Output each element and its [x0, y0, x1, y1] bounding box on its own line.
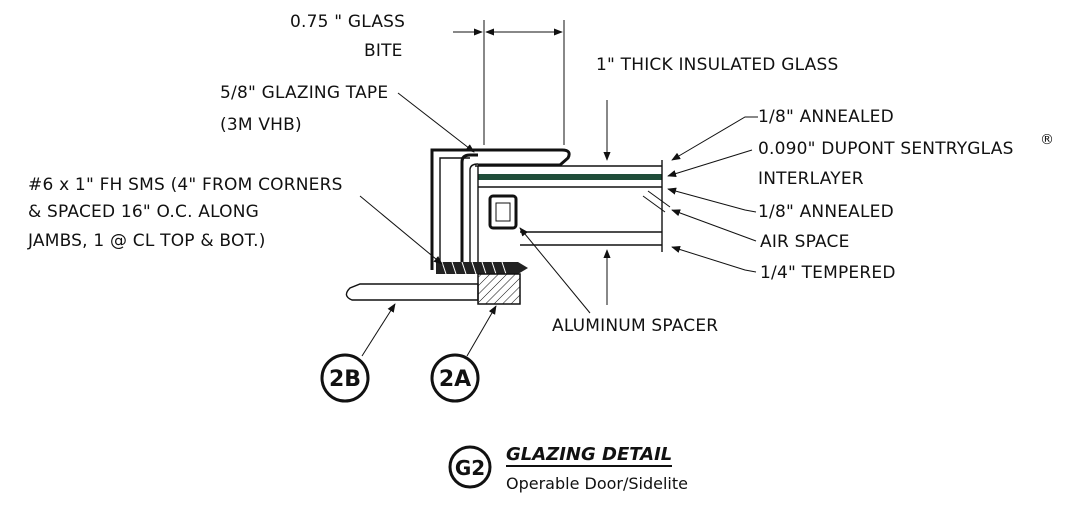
sentryglas-label-1: 0.090" DUPONT SENTRYGLAS [758, 139, 1014, 159]
glazing-tape-label-2: (3M VHB) [220, 115, 302, 135]
glass-bite-dimension: 0.75 " GLASS BITE [290, 12, 565, 145]
detail-subtitle: Operable Door/Sidelite [506, 474, 688, 493]
glass-bite-label-1: 0.75 " GLASS [290, 12, 405, 32]
title-bubble-text: G2 [455, 456, 485, 480]
insulated-glass-label: 1" THICK INSULATED GLASS [596, 55, 838, 75]
aluminum-spacer-callout: ALUMINUM SPACER [519, 227, 718, 336]
screw-label-1: #6 x 1" FH SMS (4" FROM CORNERS [28, 175, 343, 195]
air-space-label: AIR SPACE [760, 232, 850, 252]
sentryglas-registered-mark: ® [1040, 132, 1054, 148]
aluminum-spacer-label: ALUMINUM SPACER [552, 316, 718, 336]
insulated-glass-unit [475, 160, 671, 252]
sentryglas-label-2: INTERLAYER [758, 169, 864, 189]
screw-callout: #6 x 1" FH SMS (4" FROM CORNERS & SPACED… [27, 175, 443, 265]
detail-title: GLAZING DETAIL [506, 444, 672, 465]
break-mark-1 [642, 195, 666, 213]
glass-bite-label-2: BITE [364, 41, 403, 61]
bubble-2b: 2B [320, 303, 396, 403]
sentryglas-interlayer [478, 174, 662, 180]
annealed-top-label: 1/8" ANNEALED [758, 107, 894, 127]
wood-block [477, 273, 521, 305]
aluminum-spacer [488, 194, 518, 230]
glass-thickness-dimension: 1" THICK INSULATED GLASS [596, 55, 838, 305]
tempered-label: 1/4" TEMPERED [760, 263, 896, 283]
title-block: G2 GLAZING DETAIL Operable Door/Sidelite [448, 444, 688, 493]
bubble-2b-text: 2B [329, 367, 361, 392]
screw [436, 261, 528, 275]
screw-label-3: JAMBS, 1 @ CL TOP & BOT.) [27, 231, 266, 251]
bubble-2a: 2A [430, 305, 497, 403]
frame-angle [345, 148, 571, 305]
break-mark-2 [647, 190, 671, 208]
annealed-bottom-label: 1/8" ANNEALED [758, 202, 894, 222]
glazing-tape-callout: 5/8" GLAZING TAPE (3M VHB) [220, 83, 475, 153]
screw-label-2: & SPACED 16" O.C. ALONG [28, 202, 259, 222]
glazing-tape-label-1: 5/8" GLAZING TAPE [220, 83, 388, 103]
right-callouts: 1/8" ANNEALED 0.090" DUPONT SENTRYGLAS ®… [667, 107, 1054, 283]
bubble-2a-text: 2A [439, 367, 471, 392]
